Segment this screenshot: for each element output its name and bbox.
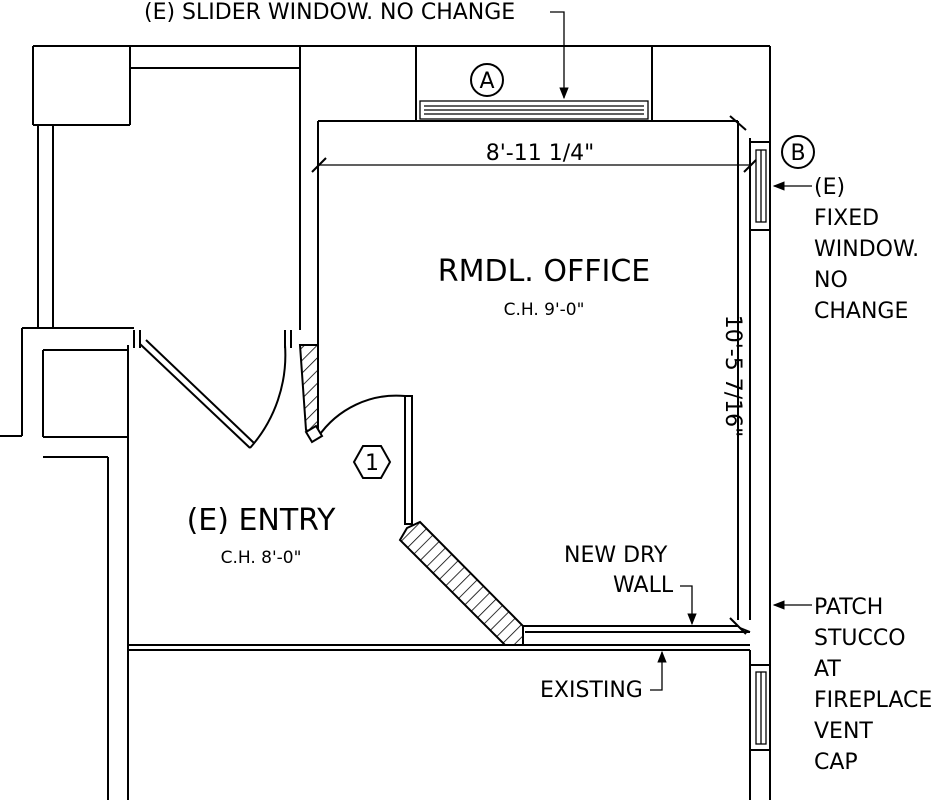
entry-ceiling-height: C.H. 8'-0" [221,548,302,568]
note-slider-text: (E) SLIDER WINDOW. NO CHANGE [144,0,515,25]
tag-window-a: A [470,63,504,97]
note-drywall-line-1: NEW DRY [564,543,668,568]
dimension-horizontal-label: 8'-11 1/4" [486,141,595,166]
note-slider-window: (E) SLIDER WINDOW. NO CHANGE [144,0,569,100]
dimension-horizontal [311,157,757,173]
note-existing-text: EXISTING [540,678,643,703]
note-patch-line-1: PATCH [814,595,883,620]
note-patch-line-3: AT [814,657,841,682]
note-new-drywall: NEW DRY WALL [564,543,697,626]
fixed-window-b [749,141,771,231]
note-existing: EXISTING [540,650,667,703]
lower-window [749,664,771,751]
note-fixed-line-1: (E) [814,175,845,200]
tag-window-b-label: B [790,141,805,166]
note-fixed-window: (E) FIXED WINDOW. NO CHANGE [772,175,919,324]
existing-walls [0,45,771,800]
note-patch-line-5: VENT [814,719,873,744]
note-fixed-line-3: WINDOW. [814,237,919,262]
tag-door-1-label: 1 [365,451,379,476]
office-walls [318,115,751,635]
office-ceiling-height: C.H. 9'-0" [504,300,585,320]
entry-name: (E) ENTRY [187,503,337,538]
tag-door-1: 1 [352,445,392,479]
office-name: RMDL. OFFICE [438,254,651,289]
note-patch-line-4: FIREPLACE [814,688,932,713]
slider-window-a [415,46,653,121]
note-patch-line-6: CAP [814,750,858,775]
note-drywall-line-2: WALL [613,573,674,598]
note-fixed-line-4: NO [814,268,848,293]
tag-window-a-label: A [479,69,494,94]
note-patch-stucco: PATCH STUCCO AT FIREPLACE VENT CAP [772,595,932,775]
dimension-vertical-label: 10'-5 7/16" [720,315,745,438]
office-door-1 [304,394,413,525]
entry-door-left [133,330,292,449]
note-fixed-line-2: FIXED [814,206,879,231]
note-fixed-line-5: CHANGE [814,299,908,324]
tag-window-b: B [781,135,815,169]
note-patch-line-2: STUCCO [814,626,906,651]
